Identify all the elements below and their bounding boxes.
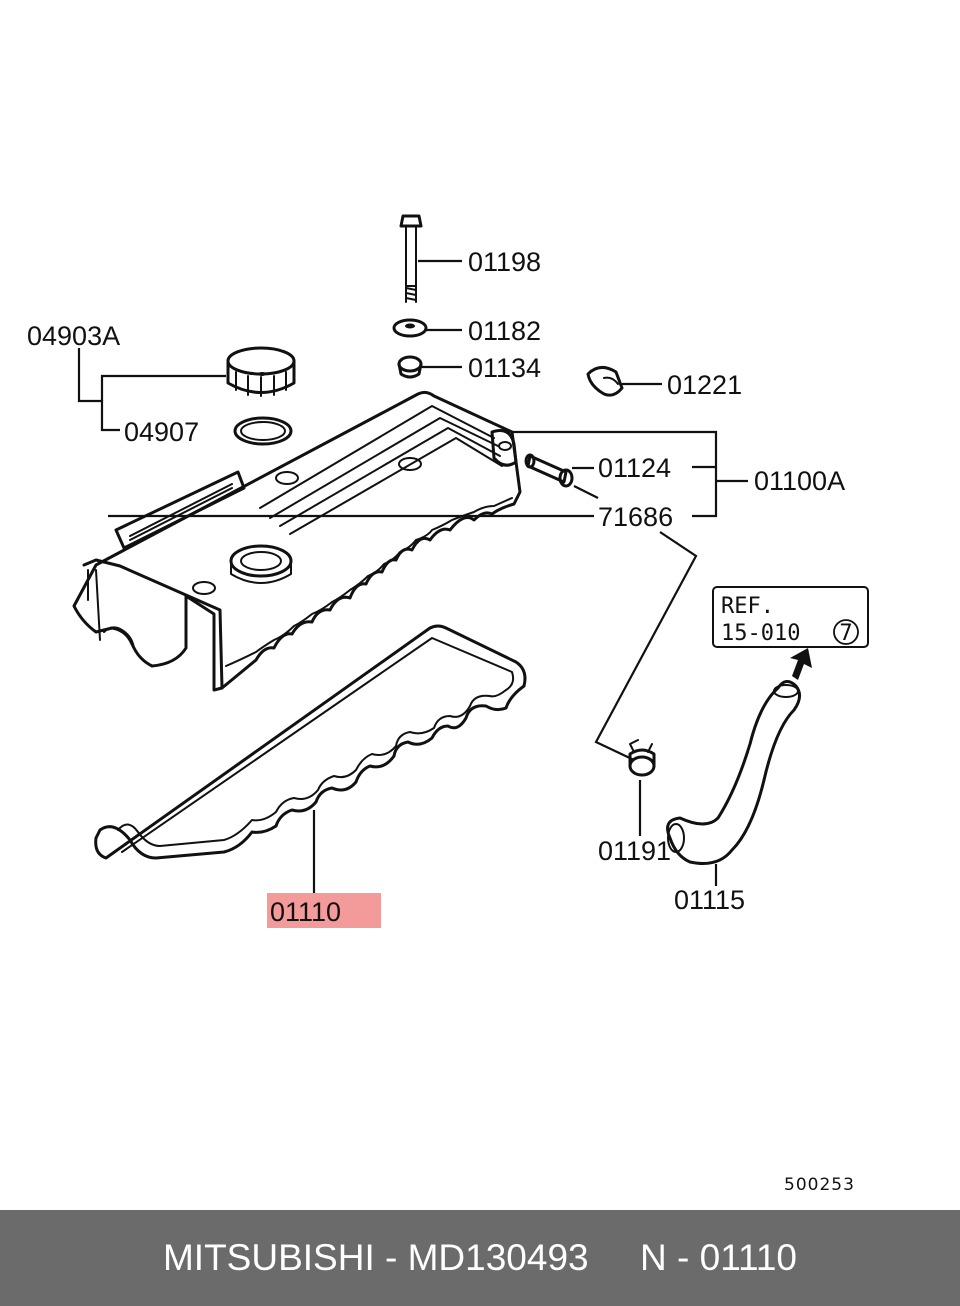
label-gasket: 01110 [270,897,341,927]
pcv-tube-icon [524,453,574,488]
label-cover-assembly: 01100A [754,466,845,496]
label-oil-cap-gasket: 04907 [124,417,199,447]
label-bolt: 01198 [468,247,541,277]
hose-icon [666,680,801,865]
footer-bar: MITSUBISHI - MD130493 N - 01110 [0,1210,960,1306]
hose-clamp-icon [628,739,656,777]
label-pcv-tube: 01124 [598,453,671,483]
washer-icon [392,318,428,338]
ref-circle-number: 7 [839,621,852,646]
label-washer: 01182 [468,316,541,346]
ref-line1: REF. [721,594,774,619]
label-oil-cap-assembly: 04903A [27,321,120,351]
diagram-code: 500253 [784,1175,855,1195]
label-hose: 01115 [674,885,745,915]
parts-diagram: REF. 15-010 7 01198 01182 01134 01221 04… [27,214,869,1195]
label-grommet: 01134 [468,353,541,383]
gasket-icon [94,624,527,860]
plug-icon [586,366,624,397]
oil-cap-gasket-icon [233,416,293,446]
arrow-icon [790,648,812,680]
label-cover-sub: 71686 [598,502,673,532]
ref-box: REF. 15-010 7 [712,586,869,648]
highlight-box [267,893,381,928]
grommet-icon [397,355,423,379]
bolt-icon [399,214,423,303]
ref-line2: 15-010 [721,621,800,646]
valve-cover-icon [72,390,522,692]
footer-part-number: MITSUBISHI - MD130493 N - 01110 [162,1237,798,1278]
oil-cap-icon [226,346,296,397]
label-hose-clamp: 01191 [598,836,671,866]
label-plug: 01221 [667,370,742,400]
